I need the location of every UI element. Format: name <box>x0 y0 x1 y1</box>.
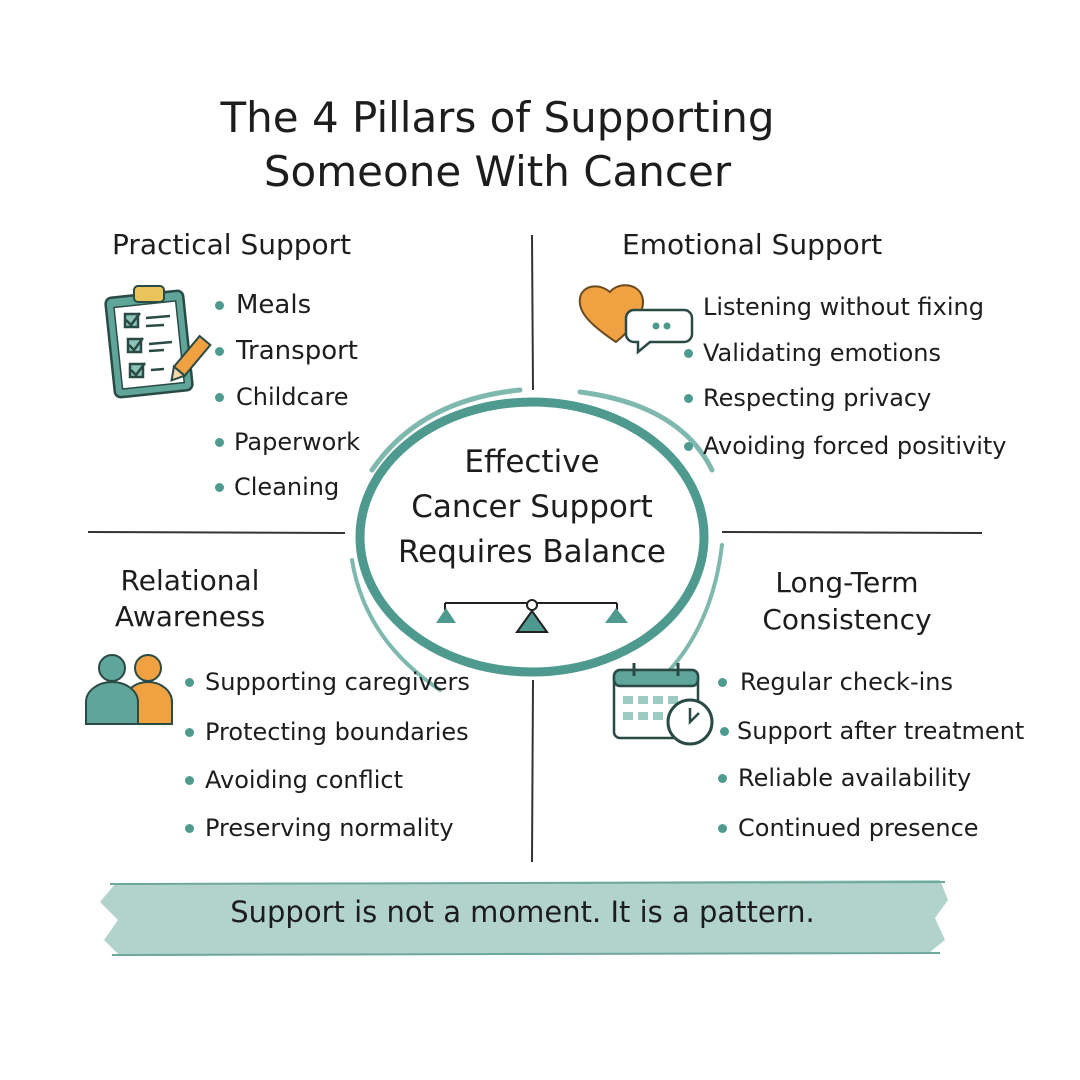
bullet-dot <box>215 393 224 402</box>
bullet-dot <box>185 678 194 687</box>
list-item: Listening without fixing <box>703 293 984 321</box>
longterm-heading-line-2: Consistency <box>762 603 932 636</box>
list-item: Meals <box>236 290 312 320</box>
center-line-2: Cancer Support <box>411 489 653 525</box>
center-line-3: Requires Balance <box>398 534 666 570</box>
longterm-heading-line-1: Long-Term <box>775 566 919 599</box>
clipboard-checklist-icon <box>104 285 212 399</box>
list-item: Preserving normality <box>205 814 454 842</box>
bullet-dot <box>684 394 693 403</box>
bullet-dot <box>720 727 729 736</box>
balance-scale-icon <box>436 599 628 633</box>
title-line-1: The 4 Pillars of Supporting <box>220 93 775 142</box>
divider-right <box>721 531 983 534</box>
center-line-1: Effective <box>464 444 600 480</box>
bullet-dot <box>718 774 727 783</box>
list-item: Childcare <box>236 383 349 411</box>
divider-top <box>531 234 534 391</box>
list-item: Respecting privacy <box>703 384 932 412</box>
list-item: Regular check-ins <box>740 668 953 696</box>
list-item: Cleaning <box>234 473 340 501</box>
list-item: Supporting caregivers <box>205 668 470 696</box>
title-line-2: Someone With Cancer <box>263 147 732 196</box>
bullet-dot <box>684 349 693 358</box>
relational-heading-line-1: Relational <box>120 564 260 597</box>
bullet-dot <box>215 483 224 492</box>
bullet-dot <box>185 776 194 785</box>
list-item: Reliable availability <box>738 764 972 792</box>
relational-heading-line-2: Awareness <box>114 600 266 633</box>
list-item: Continued presence <box>738 814 979 842</box>
list-item: Avoiding conflict <box>205 766 404 794</box>
bullet-dot <box>718 824 727 833</box>
bullet-dot <box>215 301 224 310</box>
banner-text: Support is not a moment. It is a pattern… <box>230 895 815 929</box>
bullet-dot <box>185 728 194 737</box>
list-item: Validating emotions <box>703 339 941 367</box>
heart-chat-icon <box>578 284 694 355</box>
practical-heading: Practical Support <box>112 228 352 261</box>
bullet-dot <box>215 347 224 356</box>
list-item: Avoiding forced positivity <box>703 432 1007 460</box>
list-item: Protecting boundaries <box>205 718 469 746</box>
bullet-dot <box>185 824 194 833</box>
bullet-dot <box>684 442 693 451</box>
bullet-dot <box>215 438 224 447</box>
people-icon <box>85 654 173 725</box>
list-item: Support after treatment <box>737 717 1025 745</box>
divider-bottom <box>531 679 534 863</box>
list-item: Transport <box>236 336 359 366</box>
divider-left <box>87 531 346 534</box>
list-item: Paperwork <box>234 428 361 456</box>
emotional-heading: Emotional Support <box>622 228 883 261</box>
calendar-clock-icon <box>612 663 714 746</box>
bullet-dot <box>718 678 727 687</box>
